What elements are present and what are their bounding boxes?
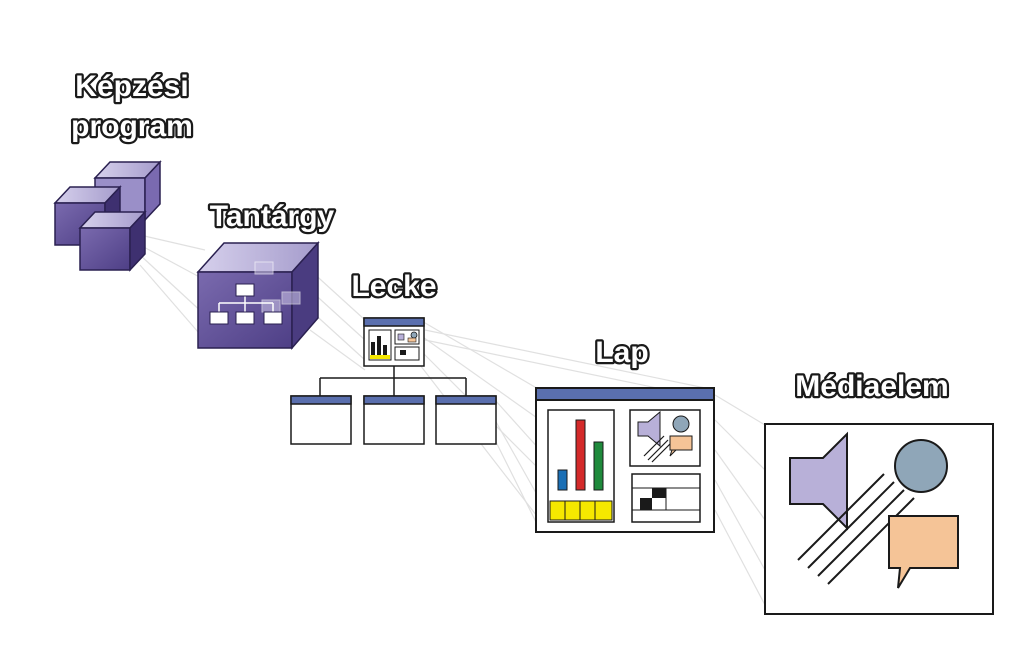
program-label-line1: Képzési (75, 70, 188, 103)
lesson-window-icon (363, 317, 425, 367)
page-label: Lap (595, 336, 648, 369)
org-chart-cube-icon (196, 241, 320, 351)
circle-icon (894, 439, 948, 493)
media-label: Médiaelem (795, 370, 948, 403)
page-window-small-3 (435, 395, 497, 445)
subject-label: Tantárgy (210, 200, 335, 233)
page-window-small-1 (290, 395, 352, 445)
lesson-label: Lecke (351, 270, 436, 303)
sound-lines (797, 473, 915, 585)
page-window-icon (535, 387, 715, 533)
speech-bubble-icon (888, 515, 959, 589)
cubes-icon (53, 160, 162, 272)
program-label-line2: program (71, 110, 193, 143)
lesson-tree-connectors (319, 366, 467, 396)
page-window-small-2 (363, 395, 425, 445)
